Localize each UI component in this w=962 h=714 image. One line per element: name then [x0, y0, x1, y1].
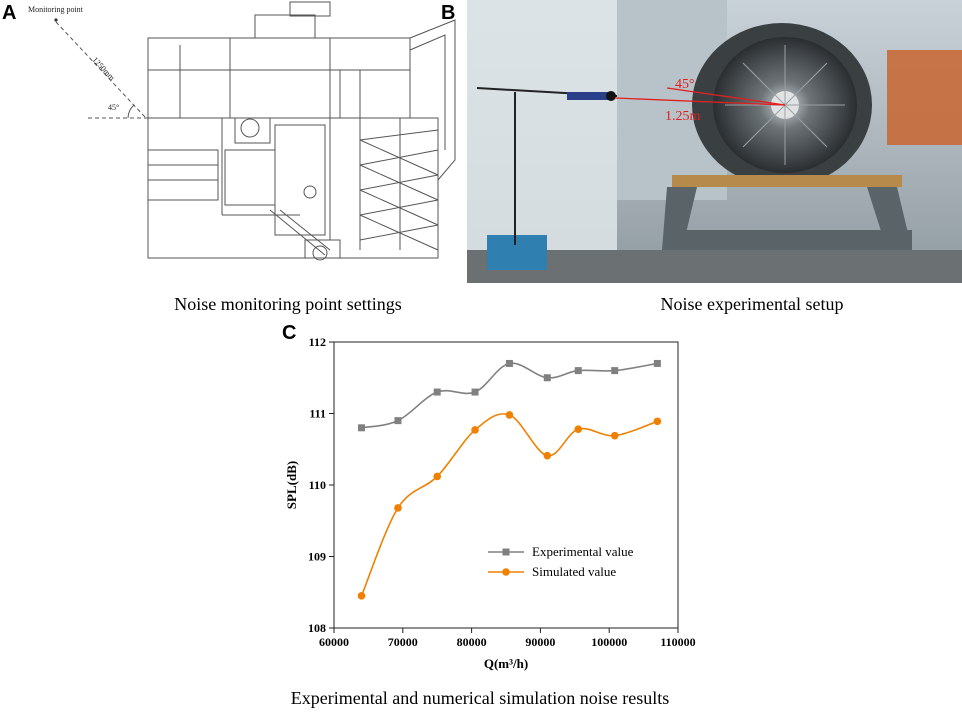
y-tick-label: 108: [308, 621, 326, 635]
experimental-data-point: [505, 359, 513, 367]
experimental-legend-marker: [502, 548, 510, 556]
simulated-data-point: [471, 426, 479, 434]
simulated-data-point: [357, 592, 366, 600]
simulated-data-point: [653, 417, 662, 426]
y-tick-label: 112: [309, 335, 326, 349]
chart-series: [357, 359, 662, 600]
y-tick-label: 110: [309, 478, 326, 492]
noise-chart: 60000 70000 80000 90000 100000 110000 108 109 11…: [284, 335, 696, 671]
experimental-data-point: [574, 367, 582, 375]
simulated-data-point: [394, 504, 402, 512]
plot-frame: [333, 341, 679, 629]
simulated-data-point: [574, 425, 583, 434]
x-tick-label: 100000: [591, 635, 627, 649]
x-tick-label: 60000: [319, 635, 349, 649]
fan-engineering-drawing: Monitoring point 1250mm 45°: [28, 1, 456, 261]
experimental-data-point: [611, 367, 619, 375]
angle-label: 45°: [108, 103, 119, 112]
panel-letter-b: B: [441, 2, 456, 24]
experimental-legend-label: Experimental value: [532, 544, 634, 559]
y-axis-label: SPL(dB): [284, 461, 299, 509]
experimental-setup-photo: 45° 1.25m: [467, 0, 962, 283]
caption-c: Experimental and numerical simulation no…: [290, 688, 670, 708]
chart-axes: 60000 70000 80000 90000 100000 110000 108 109 11…: [284, 335, 696, 671]
simulated-data-point: [543, 451, 552, 460]
simulated-data-point: [433, 472, 441, 481]
y-tick-label: 109: [308, 550, 326, 564]
x-tick-label: 110000: [660, 635, 695, 649]
monitoring-point-label: Monitoring point: [28, 5, 84, 14]
caption-b: Noise experimental setup: [660, 294, 844, 314]
distance-label: 1250mm: [91, 55, 118, 83]
x-axis-label: Q(m³/h): [484, 656, 528, 671]
caption-a: Noise monitoring point settings: [174, 294, 402, 314]
experimental-data-point: [394, 417, 402, 425]
simulated-legend-marker: [502, 568, 510, 576]
experimental-data-point: [433, 388, 441, 396]
experimental-data-point: [543, 374, 551, 382]
experimental-data-point: [653, 359, 661, 367]
panel-letter-c: C: [282, 322, 297, 344]
photo-angle-label: 45°: [675, 77, 695, 92]
simulated-legend-label: Simulated value: [532, 564, 616, 579]
experimental-data-point: [471, 388, 479, 396]
panel-letter-a: A: [2, 2, 17, 24]
photo-distance-label: 1.25m: [665, 109, 701, 124]
experimental-data-point: [358, 424, 366, 432]
simulated-data-point: [505, 411, 514, 419]
x-tick-label: 90000: [525, 635, 555, 649]
x-tick-label: 80000: [457, 635, 487, 649]
x-tick-label: 70000: [388, 635, 418, 649]
simulated-data-point: [610, 431, 619, 440]
y-tick-label: 111: [309, 407, 326, 421]
